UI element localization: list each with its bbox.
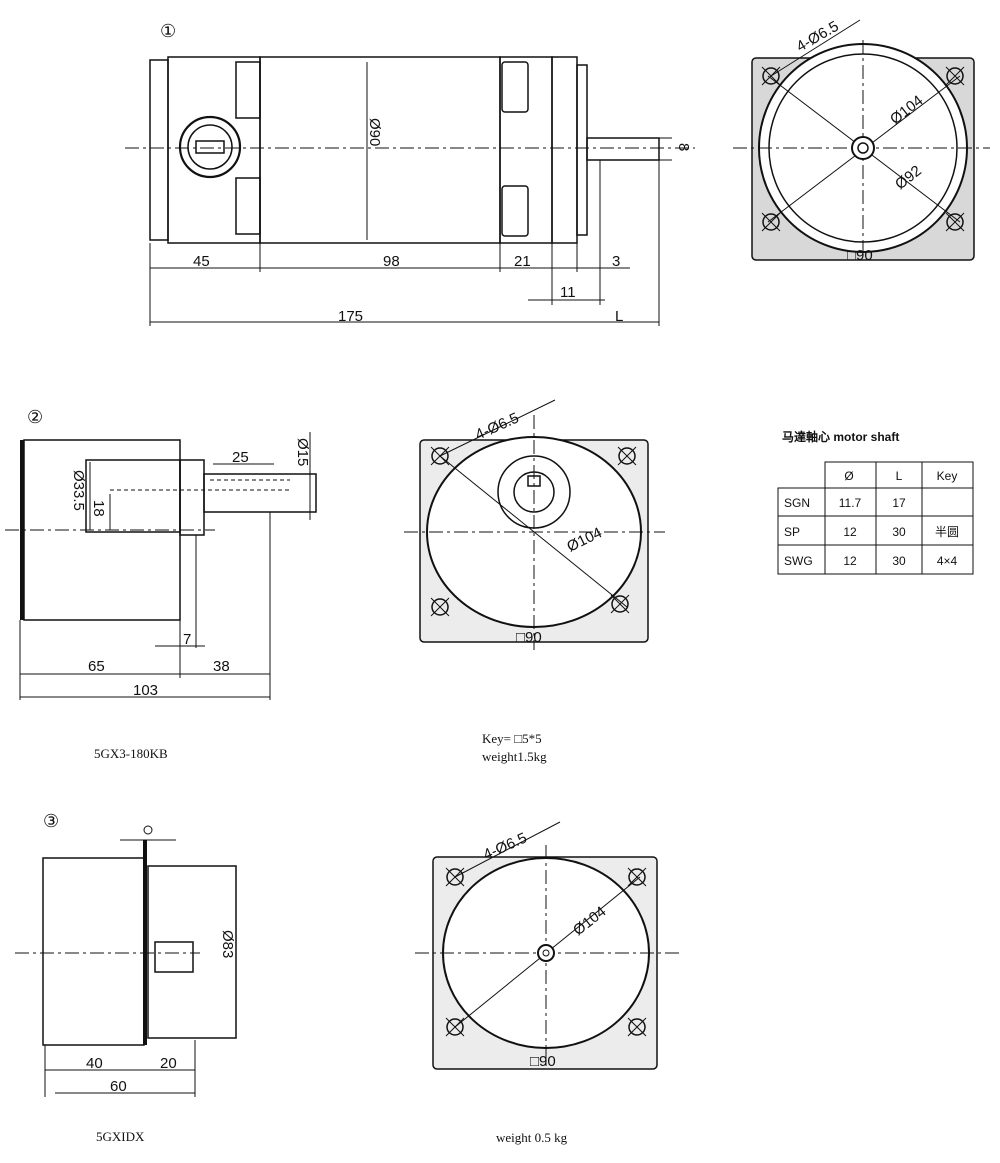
view3-side: ③ Ø83 40 20 60 5GXIDX: [15, 811, 237, 1144]
gearhead-shaft: [203, 473, 317, 513]
dim-d18: 18: [90, 500, 107, 517]
dim-d40: 40: [86, 1055, 103, 1072]
table-cell: 半圆: [935, 525, 959, 539]
shaft-table: 马達軸心 motor shaft Ø L Key SGN 11.7 17 SP …: [777, 429, 974, 575]
table-cell: 4×4: [937, 554, 958, 568]
bolt-hole-icon: [430, 597, 450, 617]
view2-front: 4-Ø6.5 Ø104 □90 Key= □5*5 weight1.5kg: [404, 399, 665, 764]
caption-model-5gxidx: 5GXIDX: [96, 1129, 145, 1144]
dim-d25: 25: [232, 449, 249, 466]
header-dia: Ø: [844, 469, 853, 483]
shaft-end-icon: [851, 136, 875, 160]
dim-d20: 20: [160, 1055, 177, 1072]
dim-b8: 8: [675, 143, 692, 151]
terminal-cap-icon: [178, 115, 242, 179]
motor-main-body: [259, 56, 501, 244]
boss-outline: [85, 459, 181, 533]
table-cell: 12: [843, 525, 857, 539]
output-boss: [179, 459, 205, 536]
dim-d103: 103: [133, 682, 158, 699]
dim-d90: Ø90: [366, 118, 383, 146]
view1-side: ① Ø90 8 45 98 21 3 11 1: [125, 21, 695, 326]
key-note: Key= □5*5: [482, 731, 542, 746]
vent-slot: [235, 61, 261, 119]
dim-d83: Ø83: [219, 930, 236, 958]
dim-d65: 65: [88, 658, 105, 675]
header-key: Key: [937, 469, 958, 483]
shaft-table-title: 马達軸心 motor shaft: [782, 429, 899, 444]
dim-d98: 98: [383, 253, 400, 270]
table-cell: 12: [843, 554, 857, 568]
dim-d7: 7: [183, 631, 191, 648]
shaft-end-icon: [537, 944, 555, 962]
vent-slot: [501, 185, 529, 237]
dim-sq90: □90: [847, 247, 873, 264]
weight-note: weight 0.5 kg: [496, 1130, 568, 1145]
dim-d175: 175: [338, 308, 363, 325]
rear-cap: [149, 59, 169, 241]
dim-d60: 60: [110, 1078, 127, 1095]
bolt-hole-icon: [617, 446, 637, 466]
view1-marker: ①: [160, 21, 176, 41]
output-shaft: [586, 137, 660, 161]
vent-slot: [235, 177, 261, 235]
table-cell: SGN: [784, 496, 810, 510]
vent-slot: [501, 61, 529, 113]
view2-side: ② 25 Ø15 Ø33.5 18 7 65 38 103 5GX3-180KB: [5, 407, 317, 761]
bolt-hole-icon: [610, 594, 630, 614]
decelerator-body: [42, 857, 145, 1046]
bolt-hole-icon: [945, 212, 965, 232]
bolt-hole-icon: [945, 66, 965, 86]
dim-sq90: □90: [530, 1053, 556, 1070]
motor-rear-body: [167, 56, 261, 244]
table-cell: 30: [892, 525, 906, 539]
table-cell: SP: [784, 525, 800, 539]
table-cell: 11.7: [839, 496, 862, 510]
dim-d38: 38: [213, 658, 230, 675]
table-cell: 30: [892, 554, 906, 568]
bolt-hole-icon: [627, 867, 647, 887]
bolt-hole-icon: [761, 212, 781, 232]
dim-d45: 45: [193, 253, 210, 270]
bolt-hole-icon: [445, 1017, 465, 1037]
dim-L: L: [615, 308, 623, 325]
dim-sq90: □90: [516, 629, 542, 646]
weight-note: weight1.5kg: [482, 749, 547, 764]
bolt-hole-icon: [627, 1017, 647, 1037]
motor-front-body: [499, 56, 553, 244]
caption-model-5gx3: 5GX3-180KB: [94, 746, 168, 761]
shaft-stub: [154, 941, 194, 973]
pilot-ring: [576, 64, 588, 236]
dim-d21: 21: [514, 253, 531, 270]
view1-front: 4-Ø6.5 Ø104 Ø92 □90: [733, 18, 990, 264]
header-length: L: [896, 469, 903, 483]
dim-d11: 11: [560, 284, 576, 301]
view3-front: 4-Ø6.5 Ø104 □90 weight 0.5 kg: [415, 821, 682, 1145]
table-cell: SWG: [784, 554, 813, 568]
view3-marker: ③: [43, 811, 59, 831]
flange: [551, 56, 578, 244]
table-cell: 17: [892, 496, 906, 510]
dim-d3: 3: [612, 253, 620, 270]
view2-marker: ②: [27, 407, 43, 427]
dim-d15: Ø15: [294, 438, 311, 466]
dim-d33: Ø33.5: [70, 470, 87, 511]
